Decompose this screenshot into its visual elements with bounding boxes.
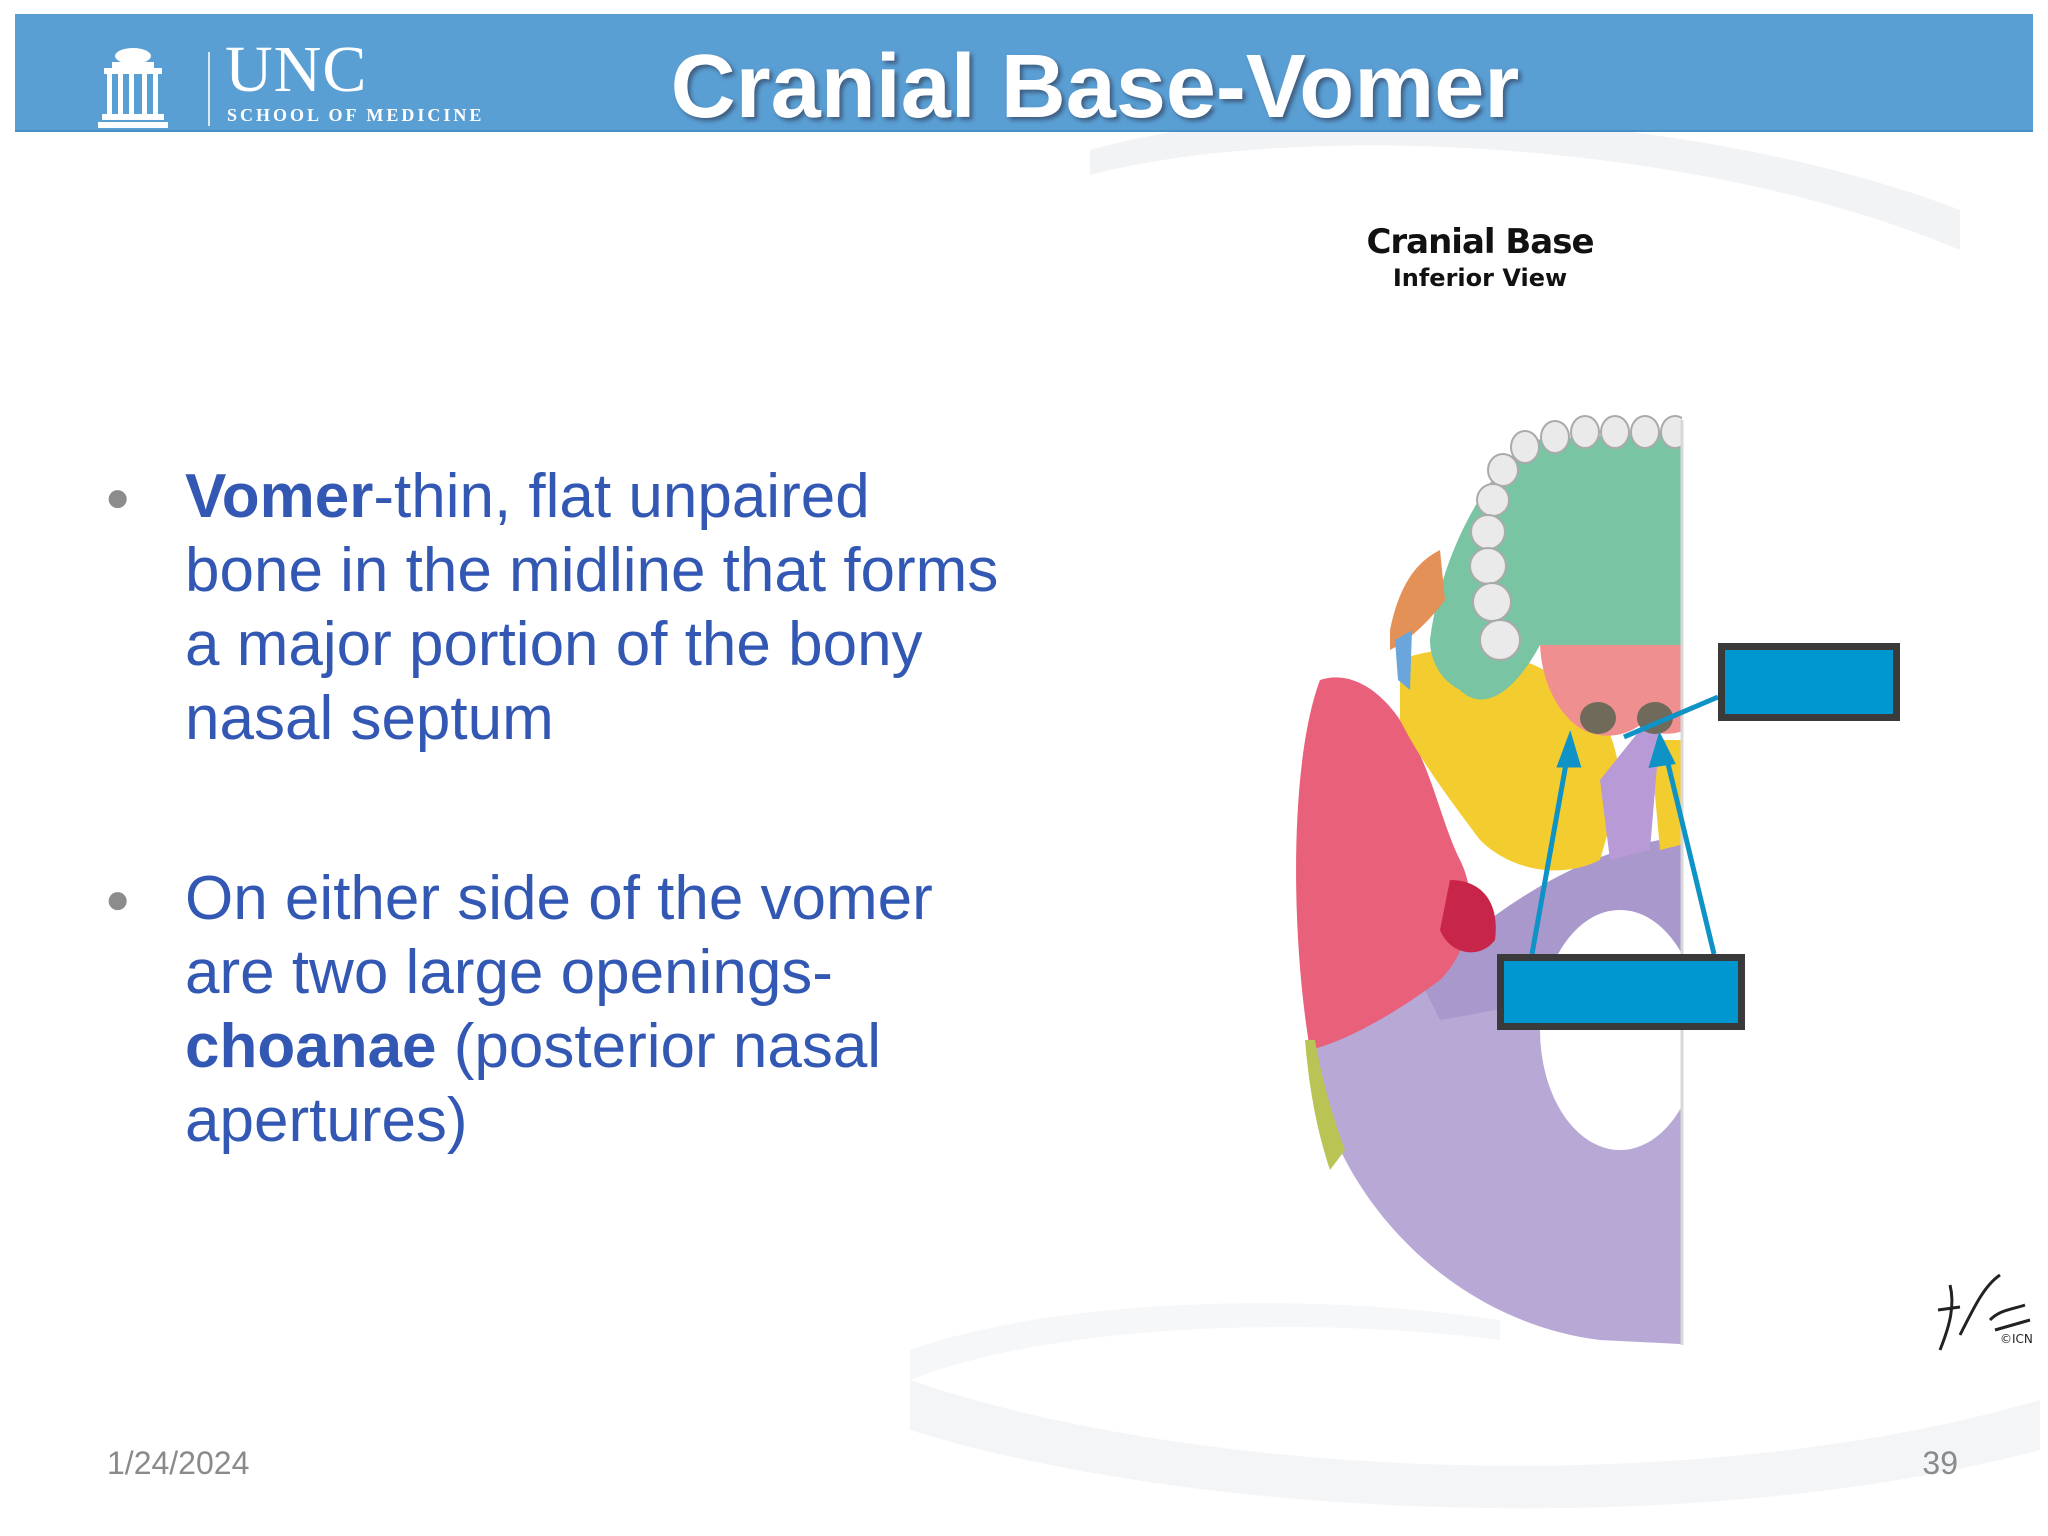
logo-name: UNC [225, 33, 368, 106]
bullet-list: ● Vomer-thin, flat unpaired bone in the … [105, 460, 1005, 1158]
figure-title: Cranial Base Inferior View [1340, 222, 1620, 292]
slide-title: Cranial Base-Vomer [670, 37, 1520, 137]
bullet-text: -thin, flat unpaired bone in the midline… [185, 462, 999, 753]
bullet-text: On either side of the vomer are two larg… [185, 864, 933, 1007]
netter-signature: ©ICN [1937, 1273, 2033, 1351]
label-box-choanae [1497, 954, 1745, 1030]
bullet-icon: ● [105, 473, 131, 520]
cranial-base-illustration [1296, 415, 1719, 1345]
logo-divider [208, 52, 210, 126]
svg-text:©ICN: ©ICN [2000, 1332, 2033, 1346]
slide-header: UNC SCHOOL OF MEDICINE Cranial Base-Vome… [15, 14, 2033, 137]
bullet-text-after: (posterior nasal apertures) [185, 1012, 882, 1155]
unc-logo: UNC SCHOOL OF MEDICINE [98, 33, 518, 134]
old-well-icon [98, 48, 168, 128]
bullet-term: choanae [185, 1012, 437, 1081]
figure-heading: Cranial Base [1366, 222, 1594, 262]
bullet-item: ● Vomer-thin, flat unpaired bone in the … [105, 460, 1005, 756]
label-box-vomer [1718, 643, 1900, 721]
logo-subtitle: SCHOOL OF MEDICINE [227, 105, 485, 125]
bullet-icon: ● [105, 875, 131, 922]
slide-number: 39 [1922, 1445, 1958, 1481]
bullet-term: Vomer [185, 462, 374, 531]
bullet-item: ● On either side of the vomer are two la… [105, 862, 1005, 1158]
figure-subheading: Inferior View [1392, 264, 1568, 292]
slide-date: 1/24/2024 [107, 1445, 250, 1481]
